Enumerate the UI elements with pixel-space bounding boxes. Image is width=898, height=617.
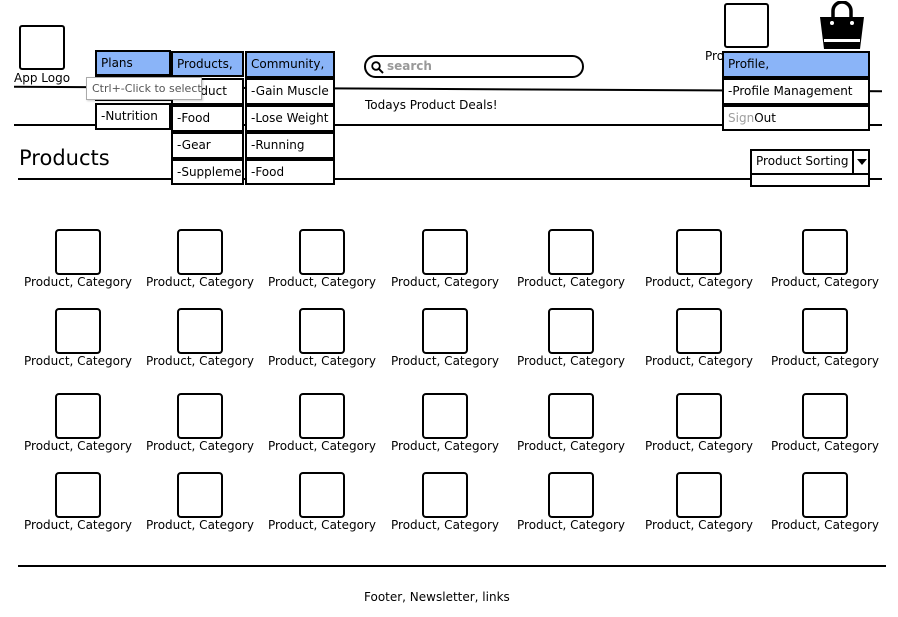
product-caption[interactable]: Product, Category — [390, 275, 500, 289]
product-image[interactable] — [548, 393, 594, 439]
sorting-dropdown-list — [750, 175, 870, 187]
signout-black-text: Out — [754, 111, 776, 125]
product-caption[interactable]: Product, Category — [516, 354, 626, 368]
dropdown-arrow-button[interactable] — [852, 151, 870, 173]
product-caption[interactable]: Product, Category — [390, 518, 500, 532]
product-image[interactable] — [55, 393, 101, 439]
product-image[interactable] — [55, 229, 101, 275]
product-image[interactable] — [676, 229, 722, 275]
app-logo-label: App Logo — [14, 71, 71, 85]
header-divider-bottom — [14, 124, 882, 126]
product-image[interactable] — [422, 308, 468, 354]
products-menu: Products, -Product -Food -Gear -Suppleme — [171, 51, 244, 185]
footer-text: Footer, Newsletter, links — [364, 590, 510, 604]
product-caption[interactable]: Product, Category — [516, 518, 626, 532]
product-image[interactable] — [177, 229, 223, 275]
product-image[interactable] — [422, 393, 468, 439]
community-menu-item-running[interactable]: -Running — [245, 132, 335, 159]
profile-partial-label: Pro — [705, 49, 725, 63]
product-caption[interactable]: Product, Category — [644, 275, 754, 289]
search-input[interactable]: search — [364, 55, 584, 78]
product-caption[interactable]: Product, Category — [390, 354, 500, 368]
product-caption[interactable]: Product, Category — [770, 354, 880, 368]
community-menu-item-lose-weight[interactable]: -Lose Weight — [245, 105, 335, 132]
product-image[interactable] — [676, 472, 722, 518]
product-caption[interactable]: Product, Category — [145, 275, 255, 289]
shopping-bag-icon[interactable] — [818, 1, 866, 51]
plans-menu-header[interactable]: Plans — [95, 50, 171, 76]
product-caption[interactable]: Product, Category — [770, 275, 880, 289]
community-menu-item-gain-muscle[interactable]: -Gain Muscle — [245, 78, 335, 105]
products-menu-item-gear[interactable]: -Gear — [171, 132, 244, 159]
product-sorting-dropdown[interactable]: Product Sorting — [750, 149, 870, 175]
product-image[interactable] — [177, 472, 223, 518]
community-menu-header[interactable]: Community, — [245, 51, 335, 78]
product-image[interactable] — [802, 308, 848, 354]
product-caption[interactable]: Product, Category — [267, 518, 377, 532]
deals-text: Todays Product Deals! — [365, 98, 498, 112]
product-caption[interactable]: Product, Category — [770, 518, 880, 532]
footer-divider — [18, 565, 886, 567]
tooltip-text: Ctrl+-Click to select — [92, 82, 202, 95]
product-image[interactable] — [299, 308, 345, 354]
product-image[interactable] — [55, 472, 101, 518]
product-image[interactable] — [676, 393, 722, 439]
product-caption[interactable]: Product, Category — [23, 518, 133, 532]
products-menu-header[interactable]: Products, — [171, 51, 244, 77]
signout-grey-text: Sign — [728, 111, 755, 125]
product-image[interactable] — [422, 229, 468, 275]
product-caption[interactable]: Product, Category — [23, 439, 133, 453]
product-image[interactable] — [299, 472, 345, 518]
product-image[interactable] — [299, 229, 345, 275]
title-divider — [18, 178, 882, 180]
product-caption[interactable]: Product, Category — [516, 275, 626, 289]
plans-menu-item-nutrition[interactable]: -Nutrition — [95, 103, 171, 130]
community-menu-item-food[interactable]: -Food — [245, 159, 335, 185]
product-image[interactable] — [548, 229, 594, 275]
product-caption[interactable]: Product, Category — [267, 439, 377, 453]
product-caption[interactable]: Product, Category — [23, 275, 133, 289]
product-caption[interactable]: Product, Category — [145, 439, 255, 453]
product-image[interactable] — [548, 308, 594, 354]
product-image[interactable] — [177, 393, 223, 439]
product-image[interactable] — [676, 308, 722, 354]
profile-menu-item-signout[interactable]: SignOut — [722, 105, 870, 131]
products-menu-item-food[interactable]: -Food — [171, 105, 244, 132]
product-sorting-label: Product Sorting — [756, 154, 849, 168]
dropdown-arrow-icon — [857, 159, 867, 165]
product-image[interactable] — [802, 229, 848, 275]
product-image[interactable] — [802, 472, 848, 518]
app-logo[interactable] — [19, 25, 65, 70]
product-image[interactable] — [55, 308, 101, 354]
product-caption[interactable]: Product, Category — [267, 354, 377, 368]
profile-menu: Profile, -Profile Management SignOut — [722, 51, 870, 131]
page-title: Products — [19, 146, 110, 170]
product-caption[interactable]: Product, Category — [644, 439, 754, 453]
product-caption[interactable]: Product, Category — [390, 439, 500, 453]
product-caption[interactable]: Product, Category — [23, 354, 133, 368]
product-caption[interactable]: Product, Category — [145, 518, 255, 532]
profile-menu-header[interactable]: Profile, — [722, 51, 870, 78]
product-caption[interactable]: Product, Category — [516, 439, 626, 453]
community-menu: Community, -Gain Muscle -Lose Weight -Ru… — [245, 51, 335, 185]
product-caption[interactable]: Product, Category — [644, 518, 754, 532]
profile-menu-item-management[interactable]: -Profile Management — [722, 78, 870, 105]
tooltip: Ctrl+-Click to select — [86, 77, 202, 100]
product-image[interactable] — [299, 393, 345, 439]
product-caption[interactable]: Product, Category — [770, 439, 880, 453]
product-image[interactable] — [802, 393, 848, 439]
products-menu-item-supplements[interactable]: -Suppleme — [171, 159, 244, 185]
product-caption[interactable]: Product, Category — [267, 275, 377, 289]
product-image[interactable] — [177, 308, 223, 354]
product-caption[interactable]: Product, Category — [145, 354, 255, 368]
product-image[interactable] — [548, 472, 594, 518]
search-placeholder: search — [387, 59, 432, 73]
product-image[interactable] — [422, 472, 468, 518]
product-caption[interactable]: Product, Category — [644, 354, 754, 368]
search-icon — [371, 61, 384, 74]
profile-avatar[interactable] — [724, 3, 769, 48]
